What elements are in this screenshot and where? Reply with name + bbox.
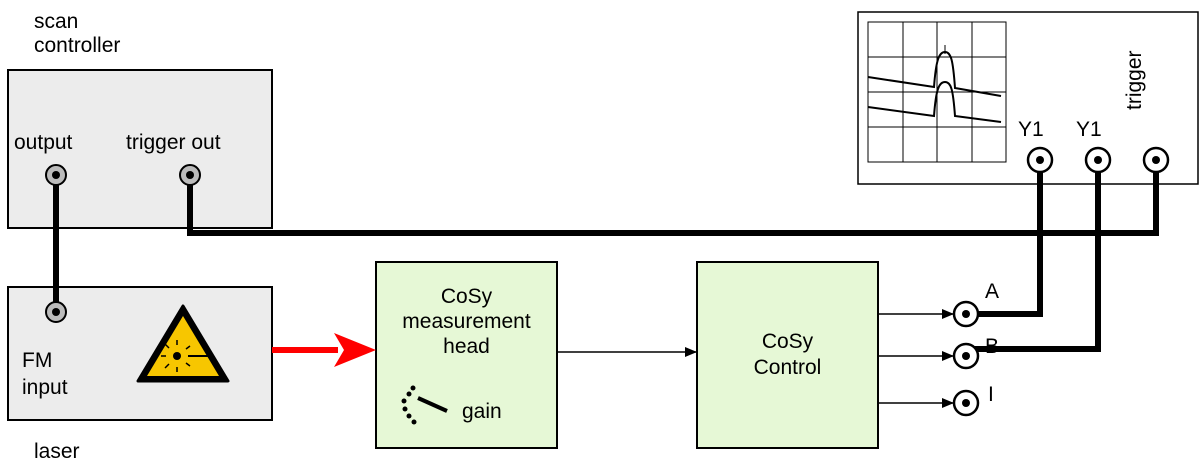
measurement-head-box [375, 261, 558, 449]
head-title-line3: head [443, 335, 490, 358]
gain-label: gain [462, 400, 502, 423]
cable-b-to-y1 [966, 160, 1101, 352]
head-title-line1: CoSy [440, 285, 493, 308]
trigger-out-label: trigger out [126, 131, 221, 154]
scan-controller-label-line1: scan [34, 10, 79, 33]
cable-trigger [187, 160, 1159, 236]
scope-trace-lower [867, 80, 1002, 123]
y1-right-label: Y1 [1076, 118, 1102, 141]
trigger-connector[interactable] [1142, 146, 1170, 174]
fm-input-connector[interactable] [45, 301, 67, 323]
laser-beam-arrowhead [334, 333, 376, 367]
trigger-label: trigger [1123, 50, 1146, 110]
fm-input-label-line2: input [22, 376, 68, 399]
laser-label: laser [34, 440, 80, 463]
y1-left-connector[interactable] [1026, 146, 1054, 174]
control-title-line1: CoSy [761, 330, 814, 353]
y1-right-connector[interactable] [1084, 146, 1112, 174]
fm-input-label-line1: FM [22, 349, 53, 372]
output-b-label: B [985, 335, 1000, 358]
scan-controller-box [7, 69, 273, 229]
output-a-label: A [985, 280, 1000, 303]
output-i-label: I [988, 383, 994, 406]
output-connector[interactable] [45, 164, 67, 186]
gain-knob-icon[interactable] [401, 385, 448, 425]
cable-a-to-y1 [966, 160, 1043, 317]
output-label: output [14, 131, 73, 154]
cosy-control-box [696, 261, 879, 449]
y1-left-label: Y1 [1018, 118, 1044, 141]
control-title-line2: Control [753, 356, 822, 379]
trigger-out-connector[interactable] [179, 164, 201, 186]
laser-warning-icon [136, 304, 230, 383]
output-a-connector[interactable] [952, 300, 980, 328]
output-b-connector[interactable] [952, 342, 980, 370]
scan-controller-label-line2: controller [34, 34, 121, 57]
head-title-line2: measurement [402, 310, 531, 333]
output-i-connector[interactable] [952, 389, 980, 417]
